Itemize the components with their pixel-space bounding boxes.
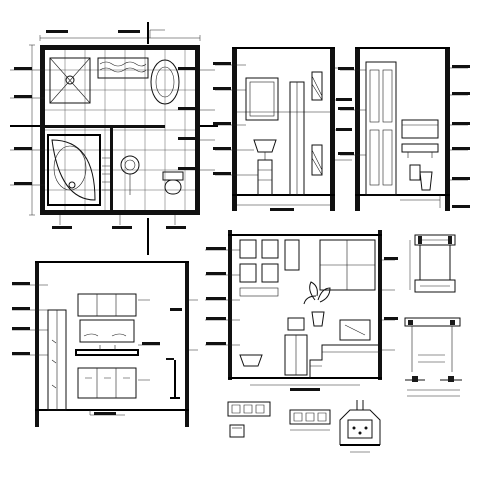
washbasin-icon xyxy=(150,59,180,105)
elevation-a xyxy=(213,47,352,211)
floor-tile-grid xyxy=(45,50,195,210)
glass-partition-icon xyxy=(339,319,371,341)
elevation-c xyxy=(12,261,198,427)
steps-icon xyxy=(309,344,380,378)
window-icon xyxy=(311,71,323,176)
section-detail-icon xyxy=(404,317,461,372)
construction-details xyxy=(227,234,462,453)
vanity-icon xyxy=(401,143,439,158)
section-marker-icon xyxy=(10,22,218,255)
plant-icon xyxy=(303,281,331,327)
elevation-d xyxy=(205,230,398,391)
footing-detail-icon xyxy=(289,409,331,431)
mirror-icon xyxy=(401,119,439,139)
vanity-cabinet-icon xyxy=(284,317,308,376)
bathtub-icon xyxy=(47,134,101,206)
countertop-icon xyxy=(97,57,149,79)
panel-door-icon xyxy=(365,61,397,196)
washbasin-icon xyxy=(253,139,277,160)
elevation-b xyxy=(338,47,470,211)
bathroom-floor-plan xyxy=(10,22,218,255)
washbasin-icon xyxy=(120,155,140,195)
basin-icon xyxy=(239,354,263,367)
wc-icon xyxy=(162,171,184,195)
scale-bar xyxy=(166,358,180,399)
elevation-b-tags xyxy=(338,65,470,208)
elevation-a-tags xyxy=(213,62,352,211)
glass-partition-icon xyxy=(289,81,305,196)
shower-tray-icon xyxy=(49,57,91,104)
wall-panels-icon xyxy=(239,239,300,297)
vanity-cabinet-icon xyxy=(77,293,137,399)
elevation-c-tags xyxy=(12,282,182,415)
footing-detail-icon xyxy=(405,376,462,397)
section-detail-icon xyxy=(409,234,456,293)
plan-tag-blocks xyxy=(14,30,196,229)
countertop-icon xyxy=(75,345,139,356)
wc-icon xyxy=(409,164,433,191)
footing-detail-icon xyxy=(339,400,381,453)
vanity-cabinet-icon xyxy=(257,159,273,196)
door-icon xyxy=(245,77,279,121)
mirror-icon xyxy=(79,319,135,343)
steps-icon xyxy=(102,149,110,191)
footing-detail-icon xyxy=(227,401,271,438)
elevation-d-tags xyxy=(206,247,398,391)
window-icon xyxy=(319,239,376,291)
glass-partition-icon xyxy=(47,309,67,411)
